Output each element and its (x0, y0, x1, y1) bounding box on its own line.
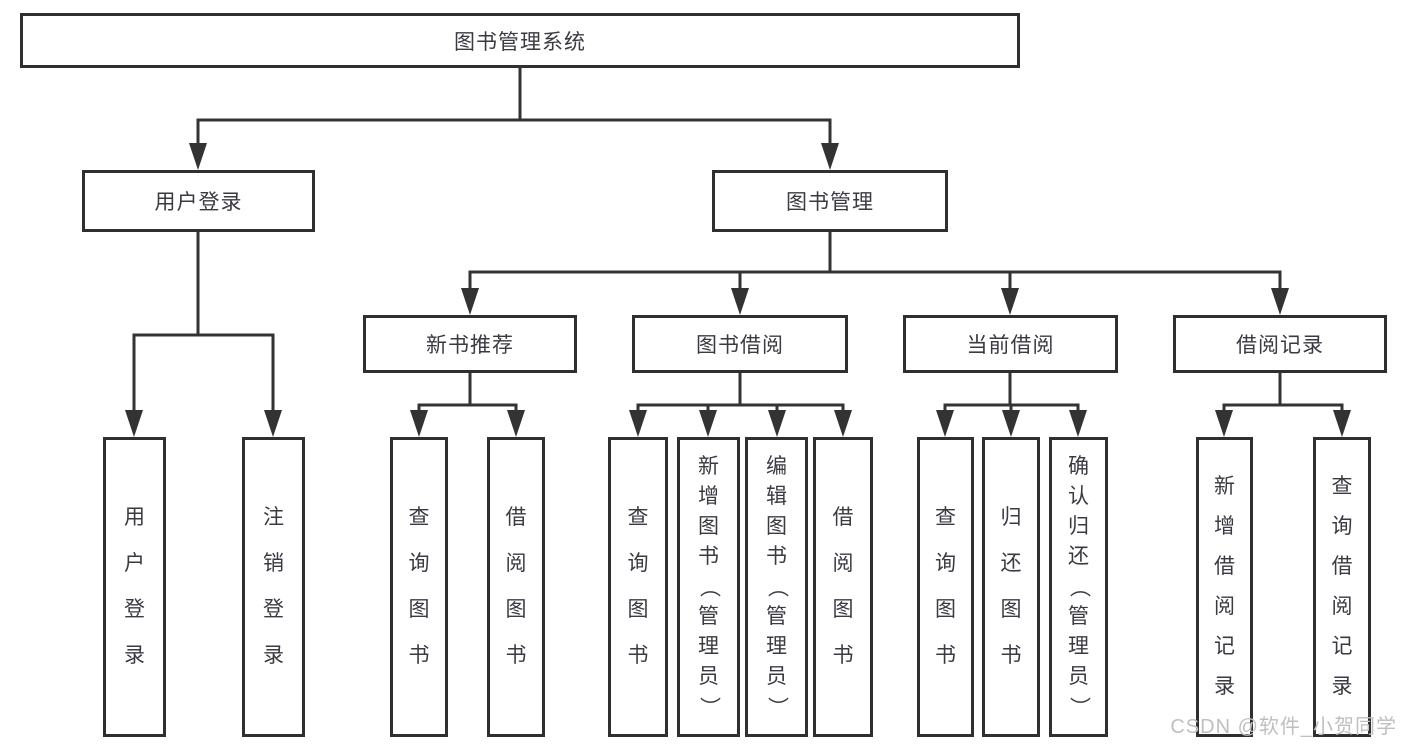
leaf-user-login: 用户登录 (103, 437, 166, 737)
node-book-borrow: 图书借阅 (632, 315, 848, 373)
leaf-label: 查询借阅记录 (1331, 475, 1353, 698)
leaf-label: 查询图书 (408, 506, 430, 667)
leaf-confirm-return-admin: 确认归还（管理员） (1049, 437, 1108, 737)
leaf-query-books-borrow: 查询图书 (608, 437, 668, 737)
leaf-add-books-admin: 新增图书（管理员） (677, 437, 740, 737)
node-label: 图书管理 (786, 191, 874, 214)
node-label: 图书管理系统 (454, 30, 586, 54)
node-library-management-system: 图书管理系统 (20, 13, 1020, 68)
leaf-query-books-current: 查询图书 (917, 437, 974, 737)
node-user-login: 用户登录 (82, 170, 315, 232)
leaf-label: 归还图书 (1000, 506, 1022, 667)
node-label: 当前借阅 (966, 334, 1055, 357)
leaf-label: 注销登录 (263, 506, 284, 667)
leaf-edit-books-admin: 编辑图书（管理员） (745, 437, 808, 737)
node-label: 新书推荐 (426, 334, 514, 357)
node-label: 图书借阅 (696, 334, 784, 357)
node-label: 用户登录 (154, 191, 243, 214)
leaf-label: 新增图书（管理员） (697, 455, 721, 718)
node-current-borrow: 当前借阅 (903, 315, 1118, 373)
leaf-query-books-recommend: 查询图书 (390, 437, 448, 737)
node-new-book-recommend: 新书推荐 (363, 315, 577, 373)
leaf-label: 确认归还（管理员） (1067, 455, 1091, 718)
leaf-label: 借阅图书 (832, 506, 854, 667)
node-borrow-records: 借阅记录 (1173, 315, 1387, 373)
leaf-logout: 注销登录 (242, 437, 305, 737)
leaf-label: 编辑图书（管理员） (765, 455, 789, 718)
node-label: 借阅记录 (1236, 334, 1324, 357)
leaf-query-borrow-record: 查询借阅记录 (1313, 437, 1371, 737)
node-book-management: 图书管理 (712, 170, 948, 232)
leaf-label: 新增借阅记录 (1214, 475, 1235, 698)
leaf-borrow-books-recommend: 借阅图书 (487, 437, 545, 737)
leaf-borrow-books: 借阅图书 (813, 437, 873, 737)
leaf-return-books: 归还图书 (982, 437, 1040, 737)
leaf-add-borrow-record: 新增借阅记录 (1196, 437, 1253, 737)
leaf-label: 查询图书 (627, 506, 649, 667)
leaf-label: 借阅图书 (505, 506, 527, 667)
leaf-label: 查询图书 (935, 506, 956, 667)
leaf-label: 用户登录 (124, 506, 145, 667)
